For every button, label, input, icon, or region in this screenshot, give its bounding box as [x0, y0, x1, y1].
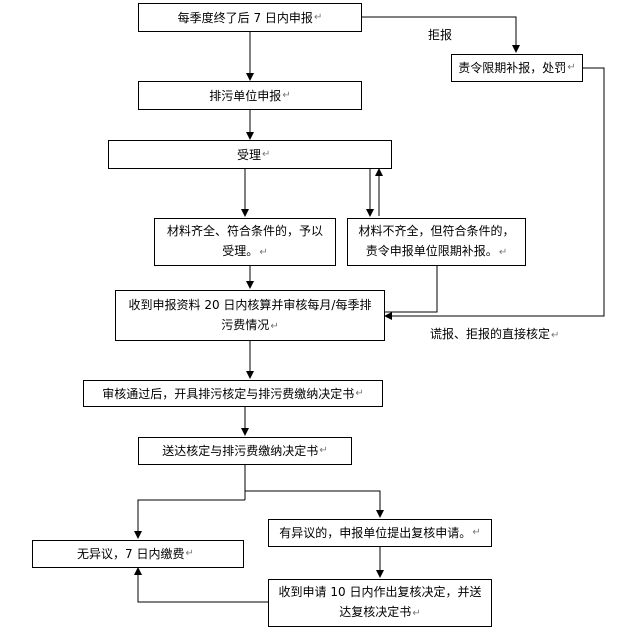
paragraph-mark: ↵	[262, 148, 271, 160]
node-unit-declares: 排污单位申报↵	[138, 81, 362, 110]
node-unit-declares-text: 排污单位申报	[209, 88, 282, 103]
node-issue-decision: 审核通过后，开具排污核定与排污费缴纳决定书↵	[83, 380, 383, 407]
label-false-refuse-direct-verify-text: 谎报、拒报的直接核定	[430, 327, 551, 341]
node-issue-decision-text: 审核通过后，开具排污核定与排污费缴纳决定书	[102, 386, 355, 401]
line-incomplete-to-verify	[385, 266, 438, 313]
label-refuse-report: 拒报	[428, 28, 453, 42]
label-false-refuse-direct-verify: 谎报、拒报的直接核定↵	[430, 325, 559, 342]
node-order-supplement-penalty: 责令限期补报，处罚↵	[451, 54, 583, 82]
paragraph-mark: ↵	[567, 62, 576, 73]
node-deliver-decision: 送达核定与排污费缴纳决定书↵	[138, 437, 352, 465]
arrow-deliver-to-no-objection	[134, 499, 245, 539]
node-objection-review-request-text: 有异议的，申报单位提出复核申请。	[279, 526, 472, 540]
paragraph-mark: ↵	[498, 247, 508, 258]
arrow-review-to-no-objection	[134, 567, 268, 603]
paragraph-mark: ↵	[472, 527, 481, 538]
paragraph-mark: ↵	[412, 608, 421, 619]
node-no-objection-pay: 无异议，7 日内缴费↵	[32, 540, 244, 568]
paragraph-mark: ↵	[185, 548, 194, 559]
paragraph-mark: ↵	[270, 320, 279, 332]
node-deliver-decision-text: 送达核定与排污费缴纳决定书	[162, 444, 319, 458]
arrow-deliver-to-objection	[245, 490, 384, 518]
node-review-decision-10-days: 收到申请 10 日内作出复核决定，并送达复核决定书↵	[268, 579, 492, 627]
node-verify-within-20-days-text: 收到申报资料 20 日内核算并审核每月/每季排污费情况	[128, 297, 372, 332]
node-order-supplement-penalty-text: 责令限期补报，处罚	[458, 61, 567, 75]
paragraph-mark: ↵	[355, 387, 364, 399]
node-accept: 受理↵	[108, 140, 392, 169]
node-accept-text: 受理	[237, 147, 262, 162]
node-objection-review-request: 有异议的，申报单位提出复核申请。↵	[268, 519, 492, 547]
node-verify-within-20-days: 收到申报资料 20 日内核算并审核每月/每季排污费情况↵	[115, 290, 385, 341]
node-declare-deadline-text: 每季度终了后 7 日内申报	[177, 10, 313, 25]
arrow-refuse-to-penalty	[362, 16, 520, 53]
node-materials-complete: 材料齐全、符合条件的，予以受理。↵	[154, 218, 336, 266]
node-declare-deadline: 每季度终了后 7 日内申报↵	[138, 3, 362, 32]
arrow-penalty-to-verify	[384, 67, 605, 320]
paragraph-mark: ↵	[313, 11, 323, 23]
node-materials-incomplete: 材料不齐全，但符合条件的，责令申报单位限期补报。↵	[347, 218, 526, 266]
node-materials-incomplete-text: 材料不齐全，但符合条件的，责令申报单位限期补报。	[358, 224, 515, 258]
node-materials-complete-text: 材料齐全、符合条件的，予以受理。	[166, 224, 323, 258]
paragraph-mark: ↵	[319, 445, 328, 456]
node-no-objection-pay-text: 无异议，7 日内缴费	[77, 547, 185, 561]
paragraph-mark: ↵	[259, 247, 268, 258]
node-review-decision-10-days-text: 收到申请 10 日内作出复核决定，并送达复核决定书	[278, 585, 482, 619]
paragraph-mark: ↵	[282, 89, 291, 101]
paragraph-mark: ↵	[551, 330, 560, 341]
